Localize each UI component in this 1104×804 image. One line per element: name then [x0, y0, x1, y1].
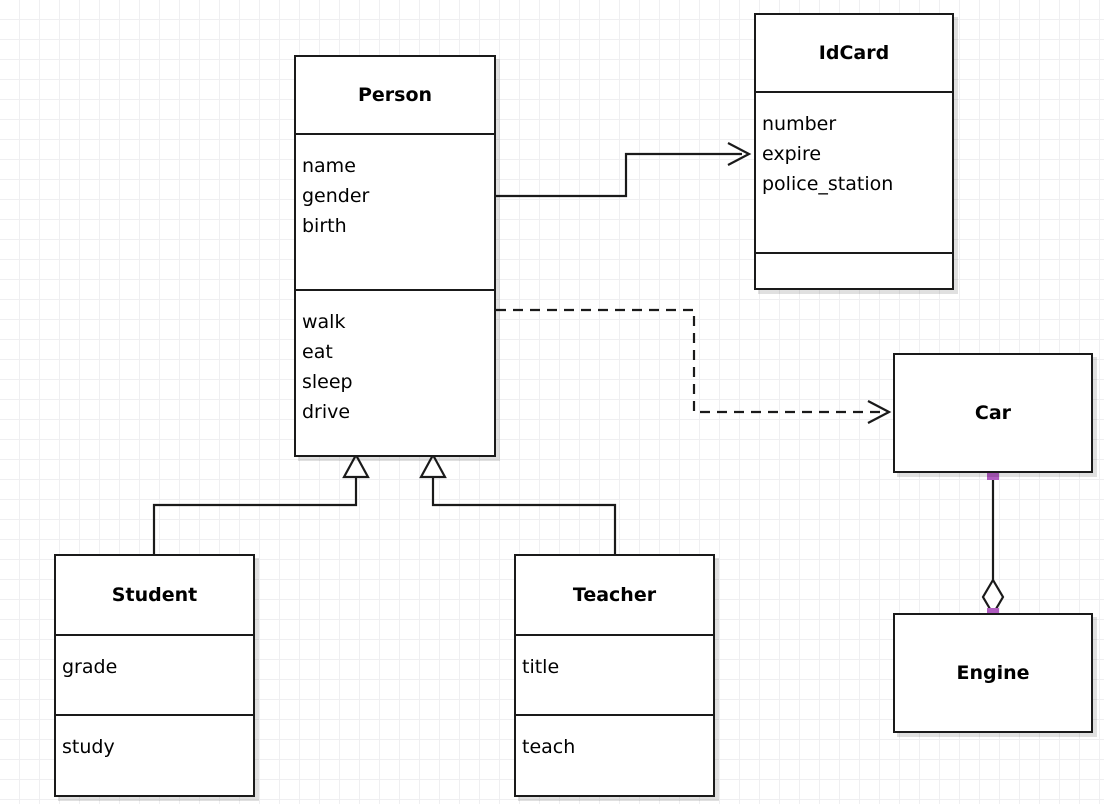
operation-item: study: [62, 736, 115, 758]
operation-item: drive: [302, 401, 351, 423]
generalization-teacher-person[interactable]: [419, 452, 617, 554]
class-operations-idcard: [756, 252, 952, 292]
class-name-engine: Engine: [956, 662, 1030, 684]
operation-item: eat: [302, 341, 333, 363]
class-box-teacher[interactable]: Teacher title teach: [514, 554, 715, 797]
attribute-item: name: [302, 155, 356, 177]
class-attributes-idcard: number expire police_station: [756, 91, 952, 252]
generalization-student-person[interactable]: [152, 452, 370, 554]
class-box-student[interactable]: Student grade study: [54, 554, 255, 797]
class-operations-student: study: [56, 714, 253, 799]
class-operations-person: walk eat sleep drive: [296, 289, 494, 455]
attribute-item: police_station: [762, 173, 894, 195]
operation-item: walk: [302, 311, 346, 333]
class-attributes-person: name gender birth: [296, 133, 494, 289]
open-arrow-icon: [727, 142, 752, 166]
class-name-idcard: IdCard: [818, 42, 890, 64]
class-operations-teacher: teach: [516, 714, 713, 799]
class-attributes-student: grade: [56, 634, 253, 714]
association-person-idcard[interactable]: [496, 142, 752, 198]
class-attributes-teacher: title: [516, 634, 713, 714]
aggregation-car-engine[interactable]: [981, 468, 1005, 620]
dependency-person-car[interactable]: [496, 308, 892, 424]
hollow-triangle-icon: [342, 452, 370, 479]
attribute-item: gender: [302, 185, 370, 207]
class-name-person: Person: [357, 84, 433, 106]
open-arrow-icon: [867, 400, 892, 424]
attribute-item: expire: [762, 143, 822, 165]
class-box-person[interactable]: Person name gender birth walk eat sleep …: [294, 55, 496, 457]
operation-item: teach: [522, 736, 576, 758]
operation-item: sleep: [302, 371, 353, 393]
attribute-item: birth: [302, 215, 347, 237]
hollow-triangle-icon: [419, 452, 447, 479]
attribute-item: title: [522, 656, 560, 678]
attribute-item: number: [762, 113, 837, 135]
class-box-car[interactable]: Car: [893, 353, 1093, 473]
hollow-diamond-icon: [981, 577, 1005, 617]
attribute-item: grade: [62, 656, 118, 678]
class-name-student: Student: [111, 584, 198, 606]
class-box-engine[interactable]: Engine: [893, 613, 1093, 733]
class-name-car: Car: [974, 402, 1012, 424]
class-name-teacher: Teacher: [572, 584, 657, 606]
class-box-idcard[interactable]: IdCard number expire police_station: [754, 13, 954, 290]
